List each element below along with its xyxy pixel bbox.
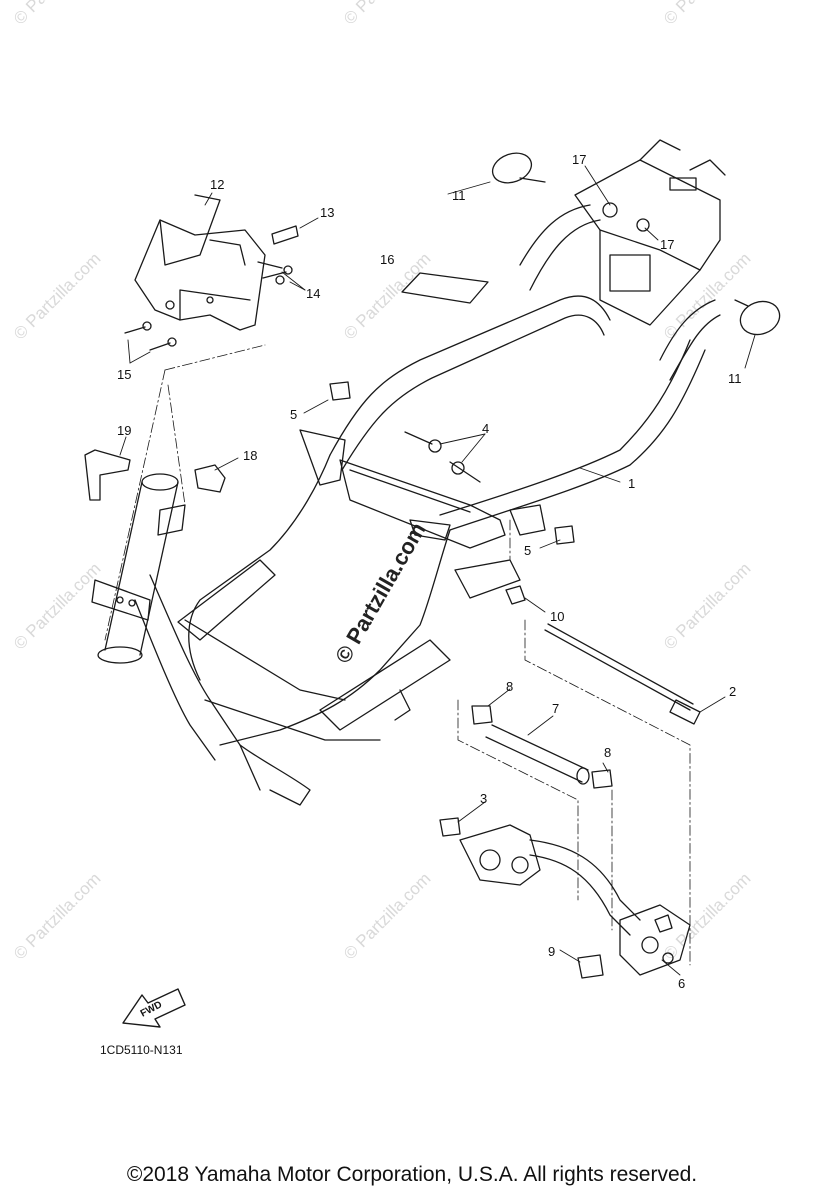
part-6-engine-bracket[interactable] [459,824,691,976]
front-bracket-assembly[interactable] [124,194,299,351]
callout-4[interactable]: 4 [482,421,490,436]
callout-14[interactable]: 14 [306,286,321,301]
copyright-notice: ©2018 Yamaha Motor Corporation, U.S.A. A… [126,1163,698,1186]
callout-7[interactable]: 7 [552,701,560,716]
callout-11[interactable]: 11 [728,371,742,386]
callout-6[interactable]: 6 [678,976,686,991]
part-2-bolt[interactable] [544,629,691,711]
callout-15[interactable]: 15 [117,367,132,382]
part-16-label-plate[interactable] [401,272,489,304]
part-18-clip[interactable] [194,464,226,493]
leader-lines [119,165,756,976]
callout-3[interactable]: 3 [480,791,488,806]
part-17-grommet[interactable] [602,202,618,218]
construction-lines [104,344,691,966]
callout-5[interactable]: 5 [290,407,298,422]
part-17-grommet[interactable] [636,218,650,232]
callout-13[interactable]: 13 [320,205,335,220]
part-13[interactable] [271,225,299,245]
callout-8[interactable]: 8 [604,745,612,760]
callout-17[interactable]: 17 [660,237,675,252]
part-8-bushing[interactable] [591,769,613,789]
part-4-bolt[interactable] [449,461,481,483]
callout-12[interactable]: 12 [210,177,225,192]
part-3-nut[interactable] [439,817,461,837]
part-5-nut[interactable] [329,381,351,401]
callout-10[interactable]: 10 [550,609,565,624]
callout-9[interactable]: 9 [548,944,556,959]
callout-18[interactable]: 18 [243,448,258,463]
callout-11[interactable]: 11 [452,188,466,203]
callout-17[interactable]: 17 [572,152,587,167]
part-19-clip[interactable] [84,449,131,501]
diagram-code: 1CD5110-N131 [100,1043,183,1057]
callout-2[interactable]: 2 [729,684,737,699]
callout-19[interactable]: 19 [117,423,132,438]
part-7-collar[interactable] [491,724,589,771]
callout-1[interactable]: 1 [628,476,636,491]
part-8-bushing[interactable] [471,705,493,725]
callout-16[interactable]: 16 [380,252,395,267]
callout-5[interactable]: 5 [524,543,532,558]
part-9-block[interactable] [577,954,604,979]
main-frame[interactable] [91,139,726,806]
part-4-bolt[interactable] [404,431,433,445]
fwd-arrow-icon [122,988,186,1028]
part-10-block[interactable] [505,585,526,605]
part-11-caps[interactable] [488,148,784,340]
callout-8[interactable]: 8 [506,679,514,694]
part-5-nut[interactable] [554,525,575,545]
